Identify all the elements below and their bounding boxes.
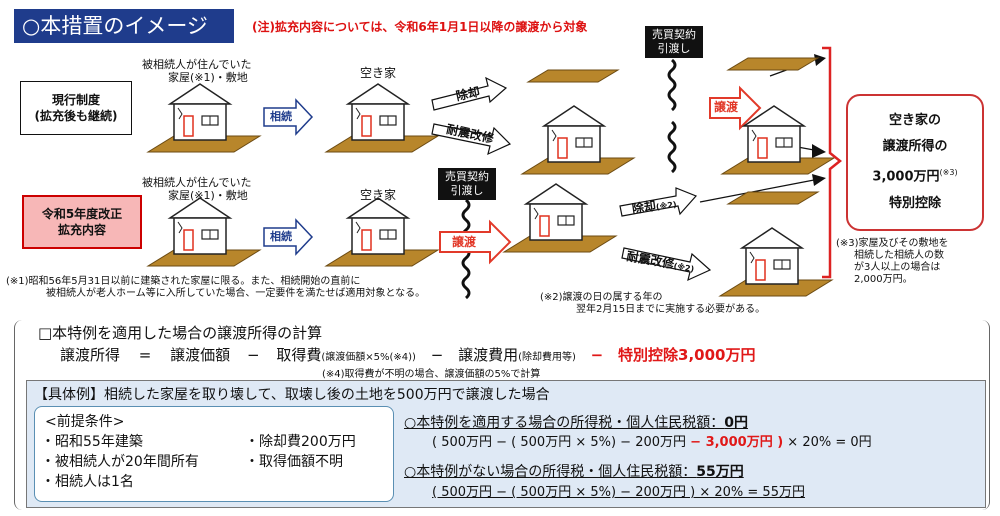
result-line1: 空き家の xyxy=(888,113,941,129)
wave-icon xyxy=(667,58,677,112)
contract-1-line1: 売買契約 xyxy=(652,28,696,41)
formula-minus-1: − xyxy=(246,346,260,364)
result-line4: 特別控除 xyxy=(888,195,941,211)
formula-income: 譲渡所得 xyxy=(60,346,121,364)
condition-item: ・相続人は1名 xyxy=(41,474,134,490)
condition-item: ・昭和55年建築 xyxy=(41,434,143,450)
calc-section xyxy=(14,320,990,510)
row1-caption-line2: 家屋(※1)・敷地 xyxy=(168,71,248,84)
arrow-demolish-2 xyxy=(619,187,698,217)
contract-box-1: 売買契約 引渡し xyxy=(645,26,703,58)
tax-without-special: ○本特例がない場合の所得税・個人住民税額：55万円 xyxy=(404,461,744,481)
note-2: (※2)譲渡の日の属する年の 翌年2月15日までに実施する必要がある。 xyxy=(540,292,766,315)
result-line2: 譲渡所得の xyxy=(882,139,948,155)
result-line3: 3,000万円(※3) xyxy=(872,168,958,185)
formula-minus-2: − xyxy=(430,346,444,364)
formula: 譲渡所得 = 譲渡価額 − 取得費(譲渡価額×5%(※4)) − 譲渡費用(除却… xyxy=(60,344,755,365)
current-system-line1: 現行制度 xyxy=(51,93,100,107)
inherit-label-2: 相続 xyxy=(270,230,292,243)
tax-with-value: 0円 xyxy=(724,415,748,431)
note-1: (※1)昭和56年5月31日以前に建築された家屋に限る。また、相続開始の直前に … xyxy=(6,276,426,299)
house-original-icon xyxy=(147,83,261,153)
conditions-box: <前提条件> ・昭和55年建築 ・除却費200万円 ・被相続人が20年間所有 ・… xyxy=(34,406,394,502)
current-system-box: 現行制度 (拡充後も継続) xyxy=(20,81,132,135)
house-transferred-icon xyxy=(503,183,617,253)
arrow-retrofit-2 xyxy=(621,247,712,282)
formula-price: 譲渡価額 xyxy=(170,346,231,364)
contract-box-2: 売買契約 引渡し xyxy=(438,168,496,200)
note-3: (※3)家屋及びその敷地を 相続した相続人の数 が3人以上の場合は 2,000万… xyxy=(836,238,949,285)
condition-item: ・被相続人が20年間所有 xyxy=(41,454,199,470)
contract-2-line1: 売買契約 xyxy=(445,170,489,183)
new-system-line1: 令和5年度改正 xyxy=(41,207,123,221)
transfer-label-2: 譲渡 xyxy=(452,235,477,249)
new-system-box: 令和5年度改正 拡充内容 xyxy=(22,195,142,249)
conditions-title: <前提条件> xyxy=(45,414,125,430)
row2-caption-line2: 家屋(※1)・敷地 xyxy=(168,189,248,202)
formula-minus-3: − xyxy=(590,346,604,364)
new-system-line2: 拡充内容 xyxy=(57,223,106,237)
example-title: 【具体例】相続した家屋を取り壊して、取壊し後の土地を500万円で譲渡した場合 xyxy=(34,387,550,403)
current-system-line2: (拡充後も継続) xyxy=(34,109,118,123)
formula-cost-note: (譲渡価額×5%(※4)) xyxy=(321,352,416,363)
house-icon xyxy=(719,227,833,297)
flow-diagram xyxy=(147,46,843,300)
arrow-retrofit xyxy=(431,123,512,156)
formula-expense-note: (除却費用等) xyxy=(518,352,576,363)
calc-without-special: ( 500万円 − ( 500万円 × 5%) − 200万円 ) × 20% … xyxy=(432,485,805,500)
house-vacant-icon xyxy=(325,83,439,153)
note-4: (※4)取得費が不明の場合、譲渡価額の5%で計算 xyxy=(322,369,541,380)
row2-caption-line1: 被相続人が住んでいた xyxy=(142,176,252,189)
row1-vacant-label: 空き家 xyxy=(360,66,397,80)
tax-without-label: ○本特例がない場合の所得税・個人住民税額： xyxy=(404,464,697,480)
condition-item: ・取得価額不明 xyxy=(245,454,343,470)
house-original-icon xyxy=(147,197,261,267)
header-note: (注)拡充内容については、令和6年1月1日以降の譲渡から対象 xyxy=(252,20,588,34)
formula-eq: = xyxy=(138,346,152,364)
result-box: 空き家の 譲渡所得の 3,000万円(※3) 特別控除 xyxy=(846,94,984,231)
house-retrofit-icon xyxy=(521,105,635,175)
formula-deduction: 特別控除3,000万円 xyxy=(618,346,756,364)
wave-icon xyxy=(461,246,471,300)
land-icon xyxy=(727,57,819,71)
page-title: ○本措置のイメージ xyxy=(14,9,234,43)
contract-1-line2: 引渡し xyxy=(657,42,691,55)
tax-with-label: ○本特例を適用する場合の所得税・個人住民税額： xyxy=(404,415,725,431)
row2-vacant-label: 空き家 xyxy=(360,188,397,202)
transfer-label-1: 譲渡 xyxy=(714,100,739,114)
formula-cost: 取得費 xyxy=(276,346,322,364)
tax-with-special: ○本特例を適用する場合の所得税・個人住民税額：0円 xyxy=(404,412,748,432)
calc-with-special: ( 500万円 − ( 500万円 × 5%) − 200万円 − 3,000万… xyxy=(432,435,872,450)
formula-expense: 譲渡費用 xyxy=(458,346,519,364)
tax-without-value: 55万円 xyxy=(696,464,744,480)
wave-icon xyxy=(667,120,677,174)
contract-2-line2: 引渡し xyxy=(450,184,484,197)
land-icon xyxy=(527,69,619,83)
house-vacant-icon xyxy=(325,197,439,267)
row1-caption-line1: 被相続人が住んでいた xyxy=(142,58,252,71)
calc-title: □本特例を適用した場合の譲渡所得の計算 xyxy=(38,324,323,342)
condition-item: ・除却費200万円 xyxy=(245,434,356,450)
arrow-demolish xyxy=(431,76,508,111)
inherit-label-1: 相続 xyxy=(270,110,292,123)
